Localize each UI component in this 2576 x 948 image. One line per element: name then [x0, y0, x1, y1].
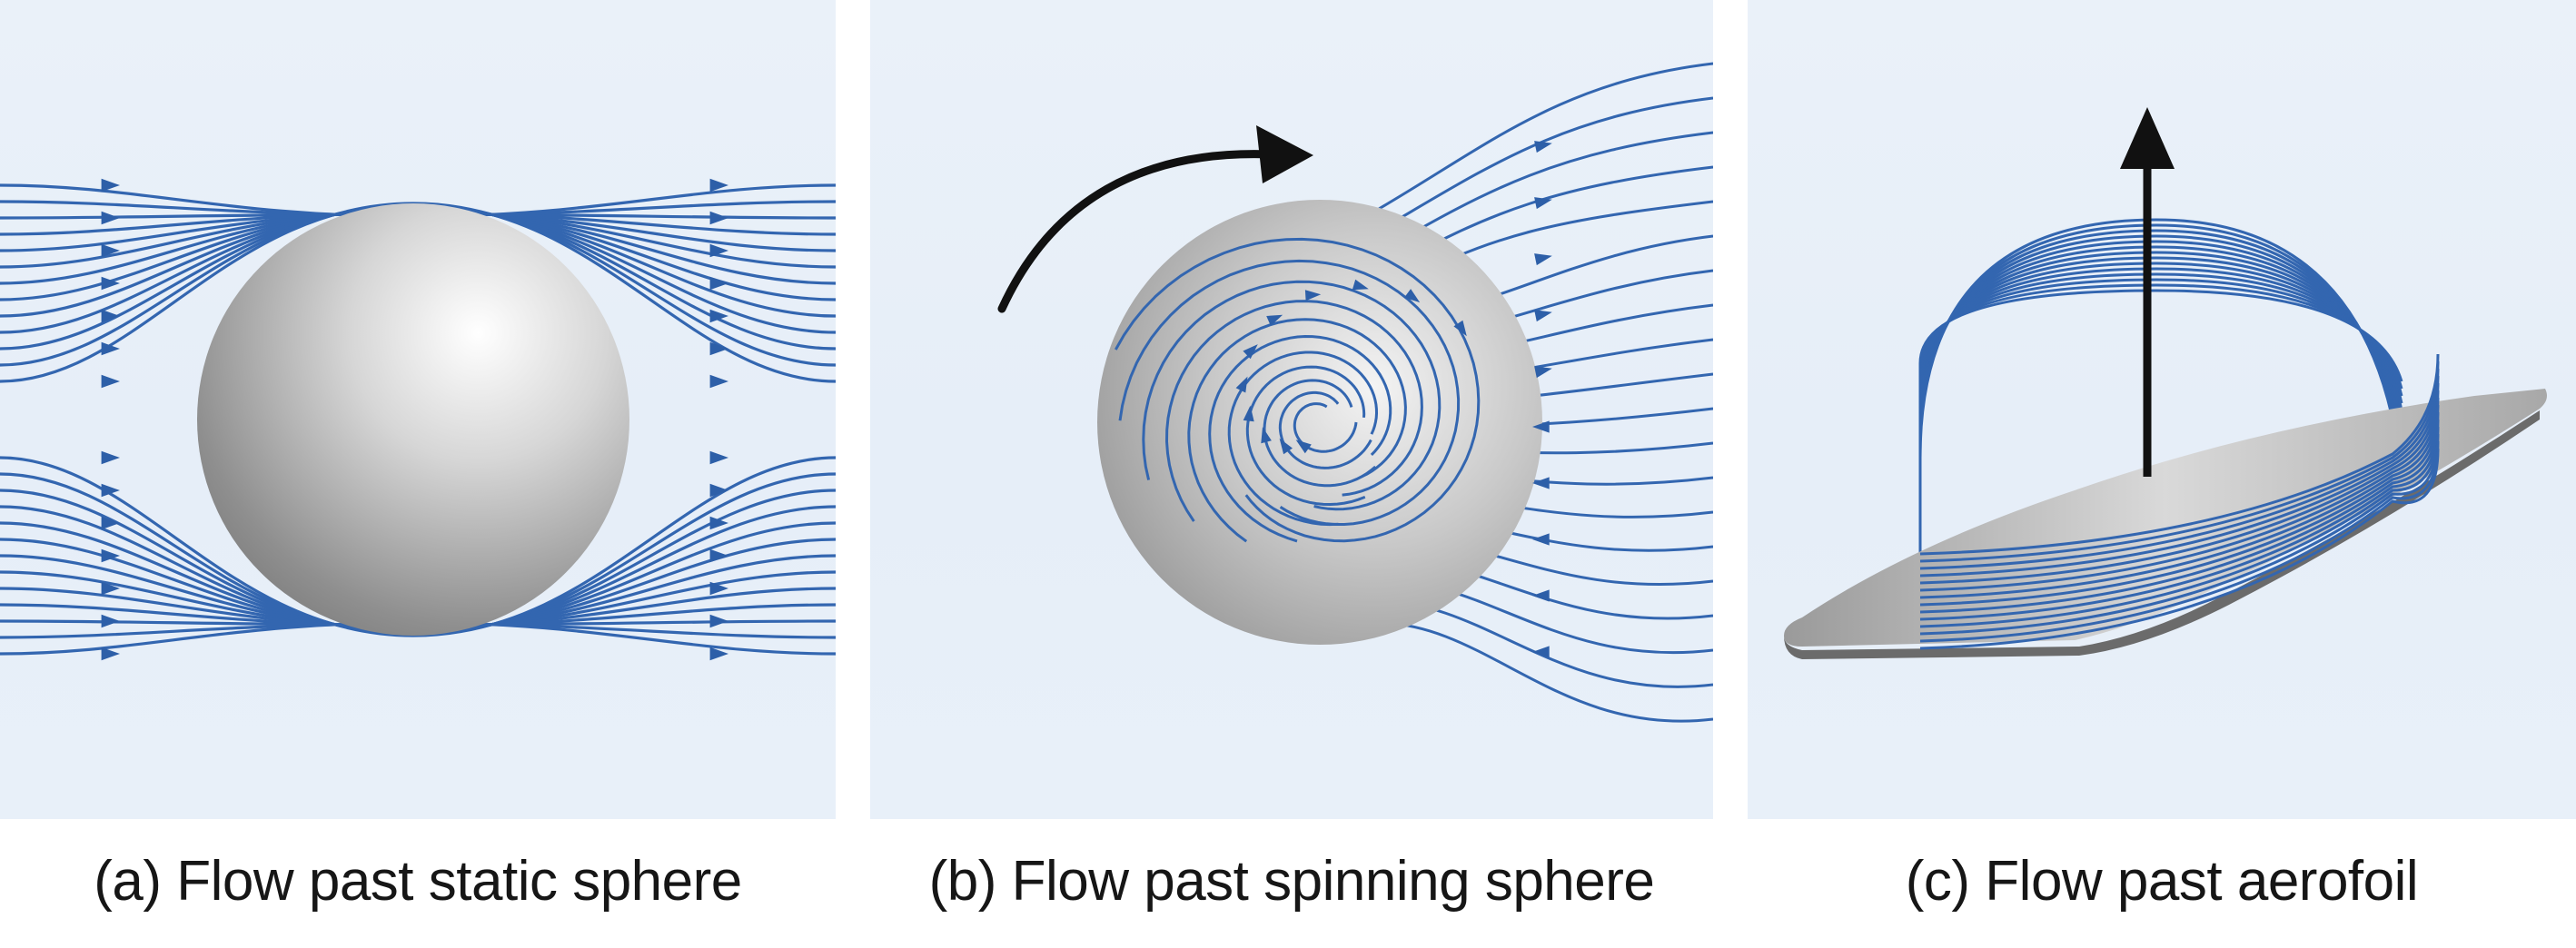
flow-direction-arrows-spinning — [1235, 141, 1552, 658]
streamline-arrowhead — [709, 211, 728, 225]
streamlines-aerofoil-lower — [1919, 353, 2440, 650]
streamline-arrowhead — [1404, 289, 1421, 303]
streamline — [1164, 300, 1423, 522]
streamline-arrowhead — [101, 211, 120, 225]
streamline — [1278, 390, 1372, 469]
flow-direction-arrows-static — [101, 178, 728, 661]
streamline-arrowhead — [101, 614, 120, 628]
streamline-arrowhead — [1261, 427, 1272, 444]
streamline — [1263, 379, 1377, 488]
streamline-arrowhead — [709, 647, 728, 661]
streamline — [1919, 353, 2440, 556]
streamline — [1919, 426, 2440, 628]
streamline-arrowhead — [709, 276, 728, 291]
streamline-arrowhead — [709, 374, 728, 389]
streamline-arrowhead — [101, 341, 120, 356]
streamline-arrowhead — [1532, 646, 1550, 658]
streamline-arrowhead — [101, 647, 120, 661]
streamline-arrowhead — [1453, 320, 1467, 337]
streamline-arrowhead — [101, 276, 120, 291]
streamline-arrowhead — [101, 548, 120, 563]
streamline-arrowhead — [1532, 533, 1550, 546]
streamline-arrowhead — [101, 483, 120, 498]
streamline-arrowhead — [709, 341, 728, 356]
streamline-arrowhead — [1532, 589, 1550, 602]
static-sphere — [197, 203, 629, 636]
streamline — [1919, 390, 2440, 592]
streamline-arrowhead — [709, 548, 728, 563]
aerofoil-diagram — [1784, 107, 2547, 659]
aerofoil — [1784, 389, 2547, 659]
spinning-sphere-diagram — [997, 62, 1713, 723]
streamline-arrowhead — [1279, 438, 1293, 455]
streamline — [1919, 360, 2440, 563]
streamline — [1919, 404, 2440, 607]
streamline-arrowhead — [1352, 279, 1369, 291]
static-sphere-diagram — [0, 178, 836, 661]
streamline-arrowhead — [709, 483, 728, 498]
streamlines-spinning-swirl — [1114, 237, 1481, 543]
streamline-arrowhead — [1295, 439, 1312, 454]
spinning-sphere — [1097, 200, 1542, 645]
streamline-arrowhead — [101, 516, 120, 530]
streamline — [1919, 419, 2440, 621]
streamline-arrowhead — [709, 309, 728, 323]
streamline-arrowhead — [709, 450, 728, 465]
streamline — [1378, 62, 1713, 211]
streamline-arrowhead — [1534, 197, 1552, 210]
streamline-arrowhead — [1266, 314, 1283, 326]
streamline-arrowhead — [101, 581, 120, 596]
streamline-arrowhead — [709, 243, 728, 258]
streamline-arrowhead — [1534, 141, 1552, 153]
streamline-arrowhead — [101, 243, 120, 258]
panel-static-sphere — [0, 0, 836, 819]
streamline-arrowhead — [709, 516, 728, 530]
streamline-arrowhead — [1534, 253, 1552, 266]
caption-spinning-sphere: (b) Flow past spinning sphere — [928, 849, 1655, 913]
streamlines-aerofoil-upper — [1918, 218, 2403, 567]
streamline-arrowhead — [1243, 344, 1258, 360]
streamline-arrowhead — [1532, 477, 1550, 489]
streamline — [1918, 218, 2403, 567]
lift-arrow-icon — [2120, 107, 2175, 477]
streamline — [1919, 382, 2440, 585]
panel-aerofoil — [1748, 0, 2576, 819]
streamline — [1919, 433, 2440, 636]
streamline — [1378, 96, 1713, 232]
streamline — [1919, 448, 2440, 650]
streamline — [1919, 440, 2440, 643]
streamline — [1245, 365, 1366, 507]
streamline-arrowhead — [101, 178, 120, 193]
streamline-arrowhead — [709, 581, 728, 596]
streamline — [1378, 621, 1713, 723]
panel-spinning-sphere — [870, 0, 1713, 819]
caption-static-sphere: (a) Flow past static sphere — [94, 849, 742, 913]
streamline-arrowhead — [1534, 366, 1552, 379]
streamline-arrowhead — [101, 374, 120, 389]
streamline-arrowhead — [1532, 420, 1550, 433]
caption-aerofoil: (c) Flow past aerofoil — [1905, 849, 2419, 913]
streamline — [1293, 402, 1358, 453]
curved-rotation-arrow-icon — [997, 125, 1313, 313]
streamline — [1142, 280, 1442, 511]
streamline — [1118, 259, 1461, 526]
streamline — [1919, 411, 2440, 614]
streamline — [1919, 375, 2440, 578]
streamline-arrowhead — [101, 450, 120, 465]
streamline — [1919, 368, 2440, 570]
streamline-arrowhead — [709, 614, 728, 628]
streamline — [1227, 351, 1379, 527]
streamline — [1187, 318, 1407, 543]
streamline-arrowhead — [1235, 376, 1248, 393]
streamline — [1208, 334, 1392, 543]
streamline-arrowhead — [101, 309, 120, 323]
streamline-arrowhead — [1534, 310, 1552, 322]
streamline-arrowhead — [1304, 290, 1322, 301]
streamline-arrowhead — [709, 178, 728, 193]
streamline — [1919, 397, 2440, 599]
streamline — [1114, 237, 1481, 543]
streamline-arrowhead — [1243, 405, 1254, 422]
